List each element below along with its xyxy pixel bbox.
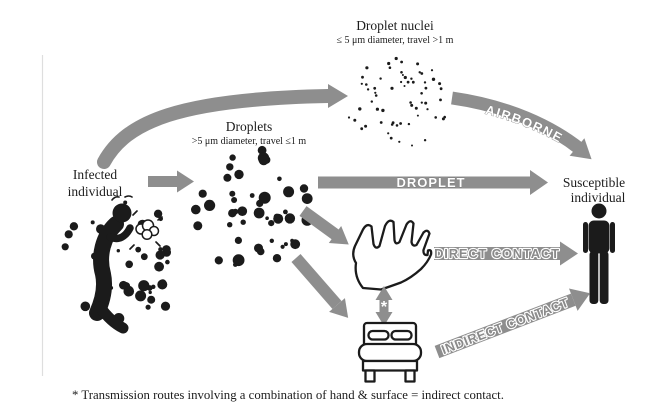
droplet-label: DROPLET xyxy=(396,175,465,190)
airborne-arrow: AIRBORNE xyxy=(451,91,592,160)
standing-person-icon xyxy=(583,203,615,304)
indirect-contact-arrow: INDIRECT CONTACT xyxy=(434,288,591,358)
infected-label-line1: Infected xyxy=(73,167,117,182)
infected-to-droplets-arrow xyxy=(148,170,194,193)
susceptible-label-line2: individual xyxy=(571,190,626,205)
droplets-cloud xyxy=(191,145,313,267)
cough-cloud-icon xyxy=(129,210,163,250)
hand-surface-double-arrow: * xyxy=(375,286,393,326)
droplets-to-hand-arrow xyxy=(299,206,349,245)
droplets-to-bed-arrow xyxy=(291,254,349,318)
double-arrow-asterisk: * xyxy=(381,299,388,316)
infected-to-nuclei-arrow xyxy=(97,84,348,169)
coughing-person-icon xyxy=(89,195,163,334)
droplet-nuclei-title: Droplet nuclei xyxy=(356,18,434,33)
bed-icon xyxy=(357,321,423,383)
direct-contact-arrow: DIRECT CONTACT xyxy=(433,241,578,266)
droplet-arrow: DROPLET xyxy=(318,170,548,195)
hand-icon xyxy=(352,219,433,291)
susceptible-label-line1: Susceptible xyxy=(563,175,625,190)
droplets-title: Droplets xyxy=(226,119,273,134)
droplet-nuclei-subtitle: ≤ 5 μm diameter, travel >1 m xyxy=(337,35,454,46)
footnote: * Transmission routes involving a combin… xyxy=(72,388,504,402)
direct-contact-label: DIRECT CONTACT xyxy=(434,246,560,261)
infected-label-line2: individual xyxy=(68,184,123,199)
droplet-nuclei-cloud xyxy=(347,56,447,147)
indirect-contact-label: INDIRECT CONTACT xyxy=(439,295,571,358)
droplets-subtitle: >5 μm diameter, travel ≤1 m xyxy=(192,136,307,147)
